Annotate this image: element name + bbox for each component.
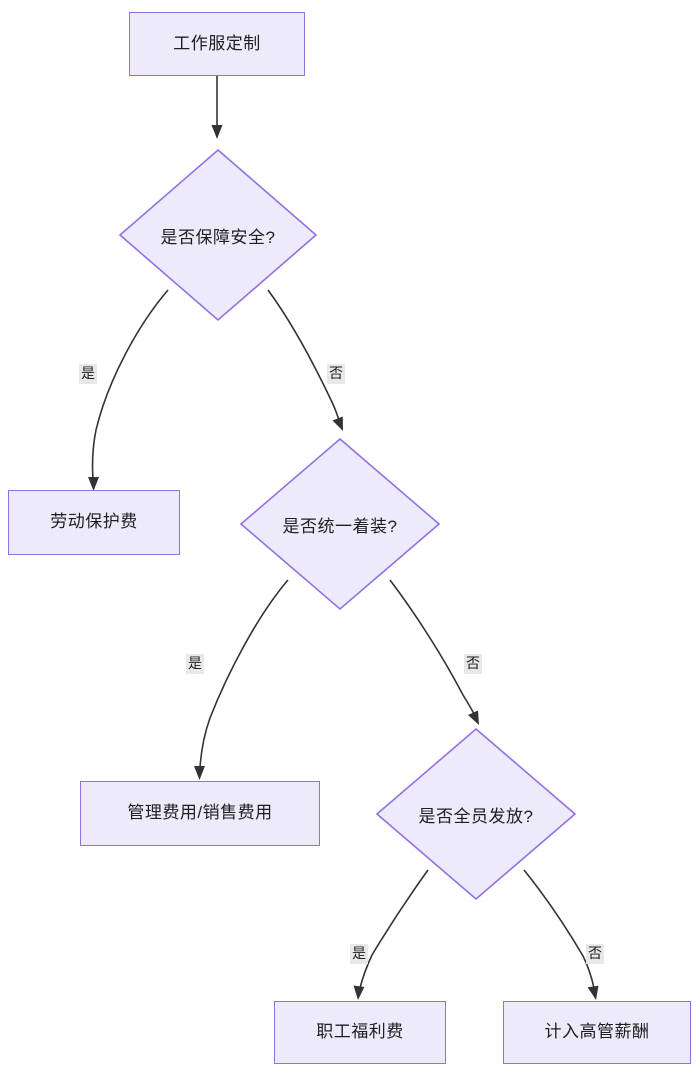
edge-label-d1-no: 否	[327, 364, 345, 384]
node-employee-welfare[interactable]: 职工福利费	[274, 1001, 446, 1064]
node-employee-welfare-label: 职工福利费	[316, 1022, 404, 1042]
node-admin-selling-expense-label: 管理费用/销售费用	[127, 803, 273, 823]
edge-label-d2-no: 否	[464, 654, 482, 674]
edge-label-d2-yes: 是	[186, 654, 204, 674]
node-decision-safety[interactable]: 是否保障安全?	[118, 148, 318, 322]
node-labor-protection[interactable]: 劳动保护费	[8, 490, 180, 555]
node-decision-uniform[interactable]: 是否统一着装?	[239, 437, 441, 611]
diamond-shape	[375, 727, 577, 901]
node-decision-all-employees[interactable]: 是否全员发放?	[375, 727, 577, 901]
node-executive-compensation[interactable]: 计入高管薪酬	[503, 1001, 691, 1064]
edge-label-d3-no: 否	[586, 944, 604, 964]
node-executive-compensation-label: 计入高管薪酬	[544, 1022, 650, 1042]
node-labor-protection-label: 劳动保护费	[50, 512, 138, 532]
edge-start-to-d1	[211, 76, 223, 139]
node-start[interactable]: 工作服定制	[129, 12, 305, 76]
node-decision-uniform-label: 是否统一着装?	[282, 516, 398, 536]
diamond-shape	[239, 437, 441, 611]
node-admin-selling-expense[interactable]: 管理费用/销售费用	[80, 781, 320, 846]
node-decision-safety-label: 是否保障安全?	[160, 227, 276, 247]
node-decision-all-employees-label: 是否全员发放?	[418, 806, 534, 826]
edge-label-d3-yes: 是	[350, 944, 368, 964]
edge-label-d1-yes: 是	[79, 364, 97, 384]
diamond-shape	[118, 148, 318, 322]
node-start-label: 工作服定制	[173, 33, 261, 53]
